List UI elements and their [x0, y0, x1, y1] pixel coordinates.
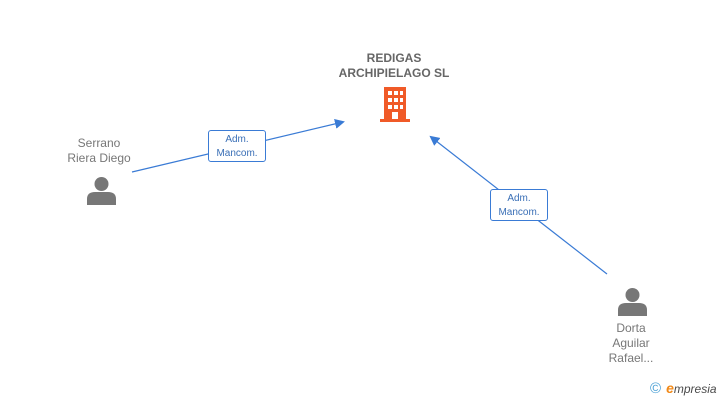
- role-line2: Mancom.: [498, 207, 540, 218]
- role-line1: Adm.: [225, 134, 249, 145]
- person-name-line: Aguilar: [612, 336, 650, 350]
- building-icon[interactable]: [380, 87, 410, 122]
- person-name-line: Dorta: [616, 321, 646, 335]
- person-name-line: Riera Diego: [67, 151, 131, 165]
- person-name-dorta[interactable]: Dorta Aguilar Rafael...: [590, 321, 672, 366]
- role-badge-serrano[interactable]: Adm. Mancom.: [208, 130, 266, 162]
- brand-first-letter: e: [666, 380, 674, 396]
- person-name-line: Rafael...: [608, 351, 654, 365]
- role-badge-dorta[interactable]: Adm. Mancom.: [490, 189, 548, 221]
- brand-name: mpresia: [673, 382, 717, 396]
- role-line2: Mancom.: [216, 148, 258, 159]
- copyright-icon: ©: [650, 380, 662, 397]
- person-icon[interactable]: [618, 287, 647, 316]
- company-name-line2: ARCHIPIELAGO SL: [338, 66, 450, 80]
- person-name-line: Serrano: [77, 136, 121, 150]
- role-line1: Adm.: [507, 193, 531, 204]
- person-icon[interactable]: [87, 176, 116, 205]
- person-name-serrano[interactable]: Serrano Riera Diego: [49, 136, 149, 166]
- empresia-logo[interactable]: ©empresia: [650, 380, 717, 397]
- company-name-line1: REDIGAS: [366, 51, 422, 65]
- company-name[interactable]: REDIGAS ARCHIPIELAGO SL: [314, 51, 474, 81]
